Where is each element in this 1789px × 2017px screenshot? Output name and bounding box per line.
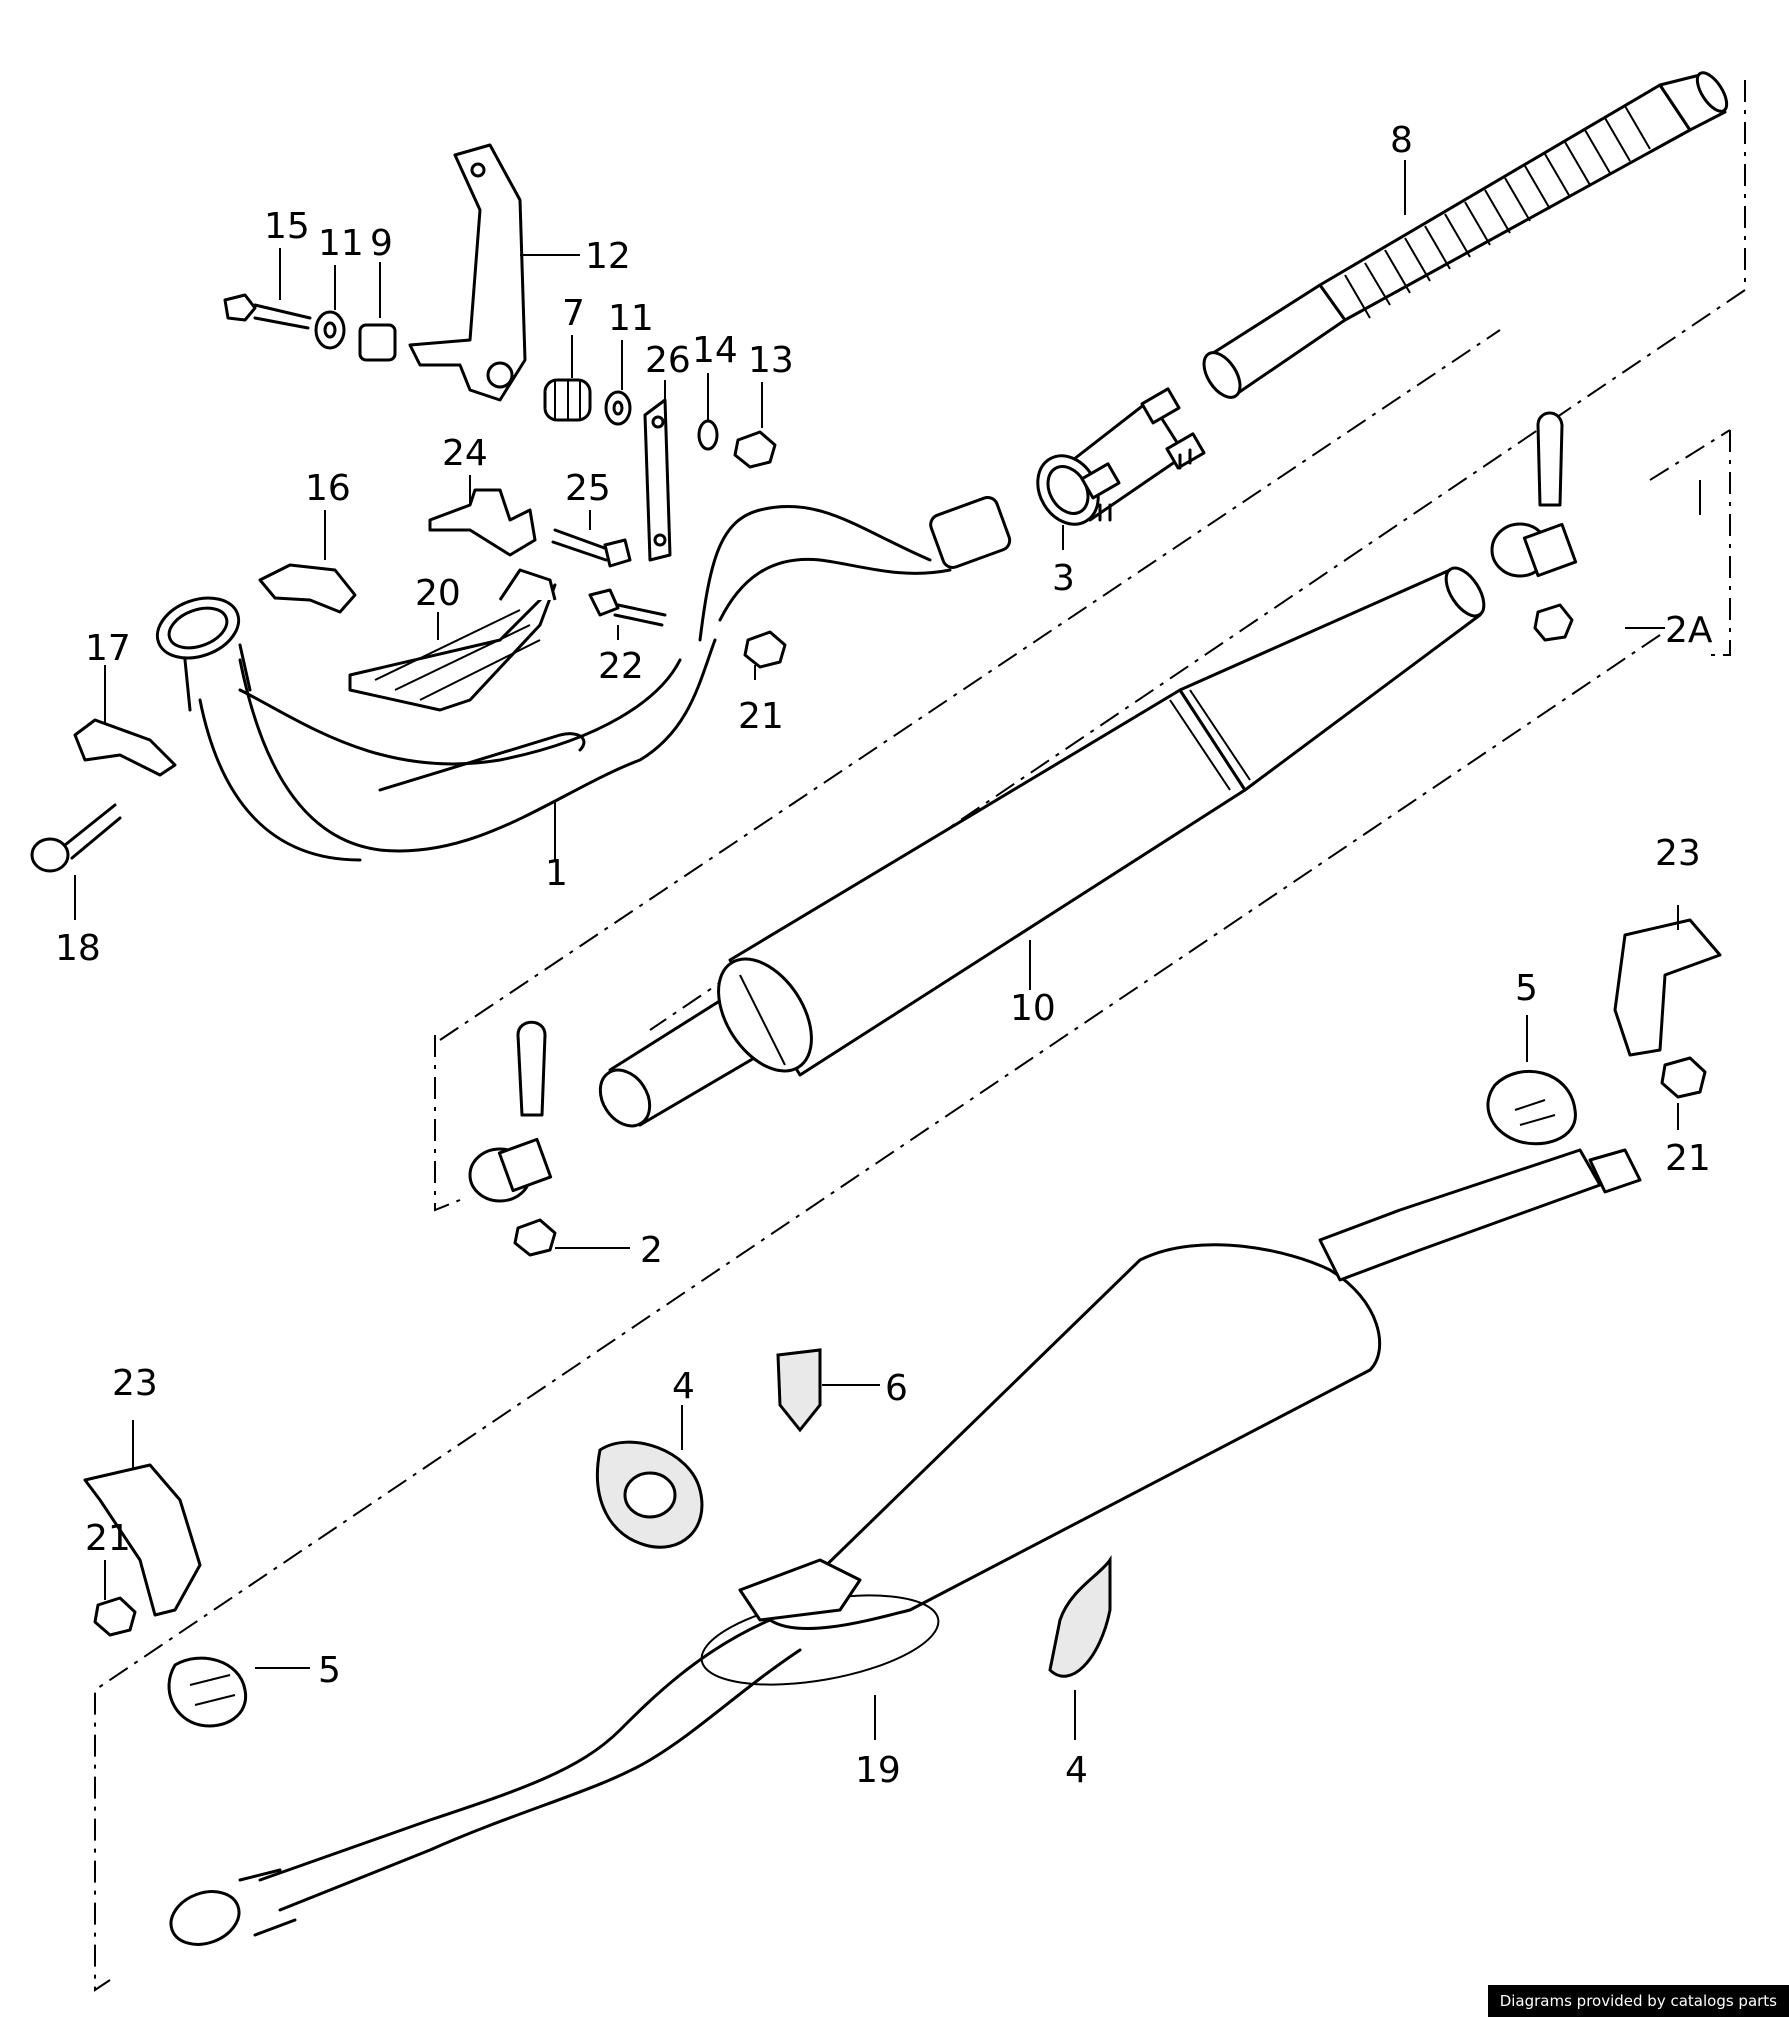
- part-23-hanger-right: [1613, 918, 1722, 1057]
- part-18-bolt: [30, 803, 122, 873]
- callout-22: 22: [598, 646, 644, 687]
- callout-labels: 15 11 9 12 7 11 26 14 13 8 3 24 25 16 20…: [55, 120, 1713, 1791]
- part-13-nut: [733, 430, 777, 469]
- part-21-nut-upper: [743, 630, 787, 669]
- part-rear-muffler: [169, 1148, 1642, 1946]
- callout-4-lower: 4: [1065, 1750, 1088, 1791]
- part-19-hanger-ring: [700, 1558, 940, 1686]
- callout-5-left: 5: [318, 1650, 341, 1691]
- callout-2A: 2A: [1665, 610, 1713, 651]
- callout-25: 25: [565, 468, 611, 509]
- callout-12: 12: [585, 236, 631, 277]
- part-2A-clamp-set: [1490, 411, 1578, 642]
- part-5-rubber-mount-left: [167, 1656, 248, 1728]
- callout-3: 3: [1052, 558, 1075, 599]
- callout-9: 9: [370, 223, 393, 264]
- part-11-washer-left: [314, 310, 346, 350]
- callout-21-right: 21: [1665, 1138, 1711, 1179]
- callout-23-right: 23: [1655, 833, 1701, 874]
- callout-19: 19: [855, 1750, 901, 1791]
- callout-21-left: 21: [85, 1518, 131, 1559]
- callout-15: 15: [264, 206, 310, 247]
- callout-23-left: 23: [112, 1363, 158, 1404]
- callout-5-right: 5: [1515, 968, 1538, 1009]
- callout-24: 24: [442, 433, 488, 474]
- part-7-rubber-bush: [543, 378, 592, 422]
- callout-2: 2: [640, 1230, 663, 1271]
- part-5-rubber-mount-right: [1486, 1069, 1577, 1146]
- part-11-washer-right: [604, 390, 632, 426]
- callout-6: 6: [885, 1368, 908, 1409]
- part-25-bolt: [551, 528, 632, 568]
- callout-8: 8: [1390, 120, 1413, 161]
- callout-20: 20: [415, 573, 461, 614]
- part-4-gasket-lower: [1048, 1555, 1112, 1678]
- part-16-clamp: [258, 563, 357, 614]
- part-9-spacer: [358, 323, 397, 362]
- part-23-hanger-left: [83, 1463, 202, 1617]
- callout-10: 10: [1010, 988, 1056, 1029]
- part-8-flex-pipe: [1202, 71, 1729, 399]
- callout-26: 26: [645, 340, 691, 381]
- callout-7: 7: [562, 293, 585, 334]
- group-frames: [94, 80, 1746, 1992]
- part-3-clamp: [1036, 387, 1206, 526]
- callout-18: 18: [55, 928, 101, 969]
- part-22-bolt: [588, 588, 667, 627]
- callout-4-upper: 4: [672, 1366, 695, 1407]
- part-15-bolt: [223, 293, 312, 330]
- part-24-bracket: [428, 488, 537, 557]
- callout-13: 13: [748, 340, 794, 381]
- callout-16: 16: [305, 468, 351, 509]
- part-2-clamp-set: [468, 1020, 557, 1257]
- part-21-nut-left: [93, 1596, 137, 1637]
- callout-21-upper: 21: [738, 696, 784, 737]
- part-10-center-muffler: [598, 566, 1486, 1128]
- part-21-nut-right: [1660, 1056, 1707, 1099]
- callout-11-left: 11: [318, 223, 364, 264]
- part-26-strap: [643, 398, 672, 562]
- part-1-front-pipe: [155, 495, 1012, 862]
- leader-lines: [74, 160, 1701, 1740]
- credit-badge[interactable]: Diagrams provided by catalogs parts: [1487, 1985, 1789, 2017]
- part-6-rubber-buffer: [776, 1348, 822, 1433]
- callout-11-right: 11: [608, 298, 654, 339]
- part-14-washer: [697, 419, 719, 451]
- part-17-clamp: [73, 718, 177, 777]
- part-4-gasket-upper: [595, 1440, 704, 1549]
- part-20-heat-shield: [348, 568, 557, 712]
- callout-17: 17: [85, 628, 131, 669]
- part-12-bracket: [408, 143, 527, 402]
- callout-1: 1: [545, 853, 568, 894]
- callout-14: 14: [692, 330, 738, 371]
